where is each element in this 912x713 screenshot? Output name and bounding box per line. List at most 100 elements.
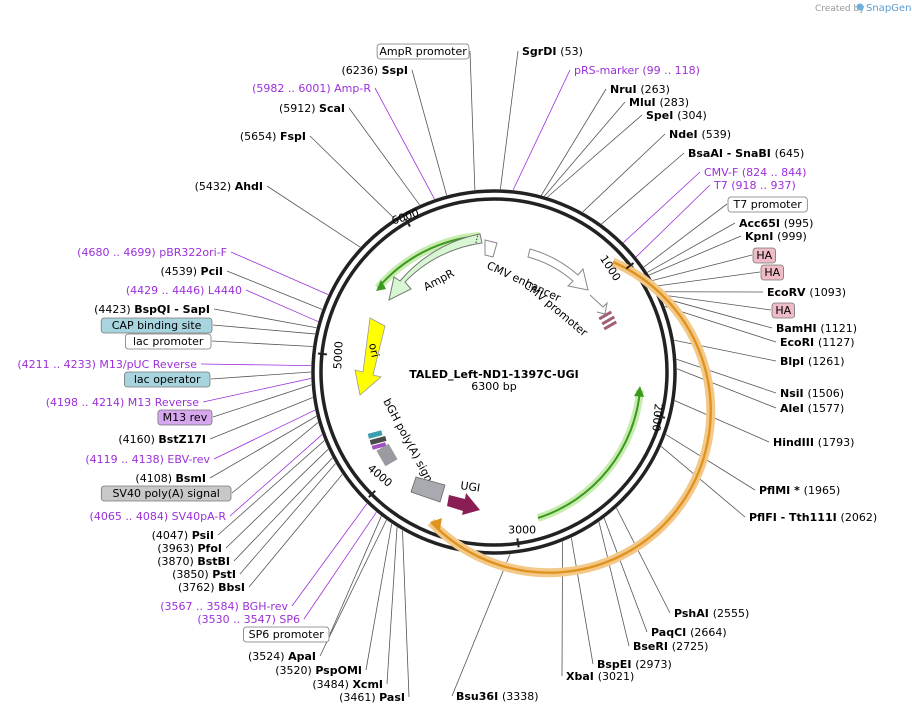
leader: [365, 523, 393, 671]
label-amp-r[interactable]: (5982 .. 6001) Amp-R: [252, 82, 371, 95]
label-ha[interactable]: HA: [752, 247, 777, 264]
label-nrui[interactable]: NruI (263): [610, 83, 670, 96]
label-bsmi[interactable]: (4108) BsmI: [135, 472, 206, 485]
label-name: SP6: [279, 613, 300, 626]
label-bsaai-snabi[interactable]: BsaAI - SnaBI (645): [688, 147, 804, 160]
label-bspqi-sapi[interactable]: (4423) BspQI - SapI: [94, 303, 210, 316]
label-ecori[interactable]: EcoRI (1127): [780, 336, 855, 349]
label-acc65i[interactable]: Acc65I (995): [739, 217, 813, 230]
label-spei[interactable]: SpeI (304): [646, 109, 707, 122]
ampr-feature-arrow[interactable]: [388, 233, 483, 301]
label-ha[interactable]: HA: [771, 302, 796, 319]
label-sgrdi[interactable]: SgrDI (53): [522, 45, 583, 58]
label-hindiii[interactable]: HindIII (1793): [773, 436, 854, 449]
lac-region-features[interactable]: [367, 430, 398, 467]
label-name: PflFI - Tth111I: [749, 511, 841, 524]
ampr-promoter-arrow[interactable]: [484, 239, 498, 258]
label-pspomi[interactable]: (3520) PspOMI: [275, 664, 362, 677]
label-bstbi[interactable]: (3870) BstBI: [157, 555, 230, 568]
label-bseri[interactable]: BseRI (2725): [633, 640, 708, 653]
label-nsii[interactable]: NsiI (1506): [780, 387, 844, 400]
label-xcmi[interactable]: (3484) XcmI: [312, 678, 383, 691]
label-t7-promoter[interactable]: T7 promoter: [727, 196, 808, 213]
label-m13-puc-reverse[interactable]: (4211 .. 4233) M13/pUC Reverse: [17, 358, 197, 371]
orf-arc: [430, 260, 712, 574]
label-bamhi[interactable]: BamHI (1121): [776, 322, 857, 335]
label-pasi[interactable]: (3461) PasI: [339, 691, 405, 704]
plasmid-name: TALED_Left-ND1-1397C-UGI: [409, 368, 579, 381]
label-sspi[interactable]: (6236) SspI: [341, 64, 408, 77]
label-mlui[interactable]: MluI (283): [629, 96, 689, 109]
leader: [544, 101, 626, 197]
sv40-feature-box[interactable]: [410, 476, 446, 503]
site-label: (3461) PasI: [339, 691, 405, 704]
label-position: (2664): [690, 626, 727, 639]
site-label: SpeI (304): [646, 109, 707, 122]
label-ecorv[interactable]: EcoRV (1093): [767, 286, 846, 299]
label-box-bg: [727, 196, 808, 213]
label-ampr-promoter[interactable]: AmpR promoter: [376, 43, 470, 60]
label-name: BbsI: [218, 581, 245, 594]
label-name: Bsu36I: [456, 690, 502, 703]
label-sv40-poly-a-signal[interactable]: SV40 poly(A) signal: [100, 485, 232, 502]
label-sp6[interactable]: (3530 .. 3547) SP6: [197, 613, 300, 626]
label-pcii[interactable]: (4539) PciI: [160, 265, 223, 278]
tick-label-5000: 5000: [331, 341, 345, 370]
label-pfoi[interactable]: (3963) PfoI: [157, 542, 222, 555]
label-name: NruI: [610, 83, 640, 96]
label-cap-binding-site[interactable]: CAP binding site: [100, 317, 213, 334]
label-bspei[interactable]: BspEI (2973): [597, 658, 672, 671]
label-cmv-f[interactable]: CMV-F (824 .. 844): [704, 166, 806, 179]
label-box-bg: [157, 409, 213, 426]
label-m13-reverse[interactable]: (4198 .. 4214) M13 Reverse: [46, 396, 199, 409]
label-position: (539): [701, 128, 731, 141]
label-ndei[interactable]: NdeI (539): [669, 128, 731, 141]
label-ha[interactable]: HA: [760, 264, 785, 281]
label-lac-promoter[interactable]: lac promoter: [125, 333, 212, 350]
label-bsu36i[interactable]: Bsu36I (3338): [456, 690, 539, 703]
label-t7[interactable]: T7 (918 .. 937): [713, 179, 796, 192]
label-psti[interactable]: (3850) PstI: [172, 568, 236, 581]
label-box-text: lac promoter: [133, 335, 204, 348]
label-xbai[interactable]: XbaI (3021): [566, 670, 634, 683]
leader: [582, 133, 666, 213]
leader: [655, 271, 761, 287]
site-label: (5432) AhdI: [195, 180, 263, 193]
label-alei[interactable]: AleI (1577): [780, 402, 844, 415]
label-ebv-rev[interactable]: (4119 .. 4138) EBV-rev: [85, 453, 210, 466]
cmv-enhancer-arrow[interactable]: [527, 248, 589, 291]
label-pflfi-tth111i[interactable]: PflFI - Tth111I (2062): [749, 511, 877, 524]
label-bgh-rev[interactable]: (3567 .. 3584) BGH-rev: [160, 600, 288, 613]
label-position: (999): [777, 230, 807, 243]
label-position: (2725): [672, 640, 709, 653]
label-blpi[interactable]: BlpI (1261): [780, 355, 845, 368]
tick-3000: [516, 538, 520, 548]
label-ahdi[interactable]: (5432) AhdI: [195, 180, 263, 193]
label-l4440[interactable]: (4429 .. 4446) L4440: [126, 284, 242, 297]
label-bstz17i[interactable]: (4160) BstZ17I: [118, 433, 206, 446]
label-scai[interactable]: (5912) ScaI: [279, 102, 345, 115]
label-sp6-promoter[interactable]: SP6 promoter: [242, 626, 330, 643]
cmv-promoter-arrow[interactable]: [589, 294, 608, 315]
label-pshai[interactable]: PshAI (2555): [674, 607, 749, 620]
label-name: BsaAI - SnaBI: [688, 147, 775, 160]
label-apai[interactable]: (3524) ApaI: [248, 650, 316, 663]
ori-feature-arrow[interactable]: [354, 317, 386, 396]
label-lac-operator[interactable]: lac operator: [124, 371, 211, 388]
leader: [231, 422, 319, 494]
label-fspi[interactable]: (5654) FspI: [240, 130, 306, 143]
ugi-feature-arrow[interactable]: [447, 493, 480, 515]
label-position: (99 .. 118): [642, 64, 700, 77]
label-sv40pa-r[interactable]: (4065 .. 4084) SV40pA-R: [90, 510, 227, 523]
leader: [210, 371, 312, 380]
left-label-column: AmpR promoter (6236) SspI (5982 .. 6001) A…: [17, 43, 470, 704]
label-pbr322ori-f[interactable]: (4680 .. 4699) pBR322ori-F: [77, 246, 227, 259]
label-m13-rev[interactable]: M13 rev: [157, 409, 213, 426]
label-kpni[interactable]: KpnI (999): [745, 230, 807, 243]
label-psii[interactable]: (4047) PsiI: [152, 529, 214, 542]
label-prs-marker[interactable]: pRS-marker (99 .. 118): [574, 64, 700, 77]
snapgene-credit: Created by SnapGene: [815, 3, 912, 14]
label-bbsi[interactable]: (3762) BbsI: [178, 581, 245, 594]
label-paqci[interactable]: PaqCI (2664): [651, 626, 727, 639]
label-pflmi[interactable]: PflMI * (1965): [759, 484, 840, 497]
